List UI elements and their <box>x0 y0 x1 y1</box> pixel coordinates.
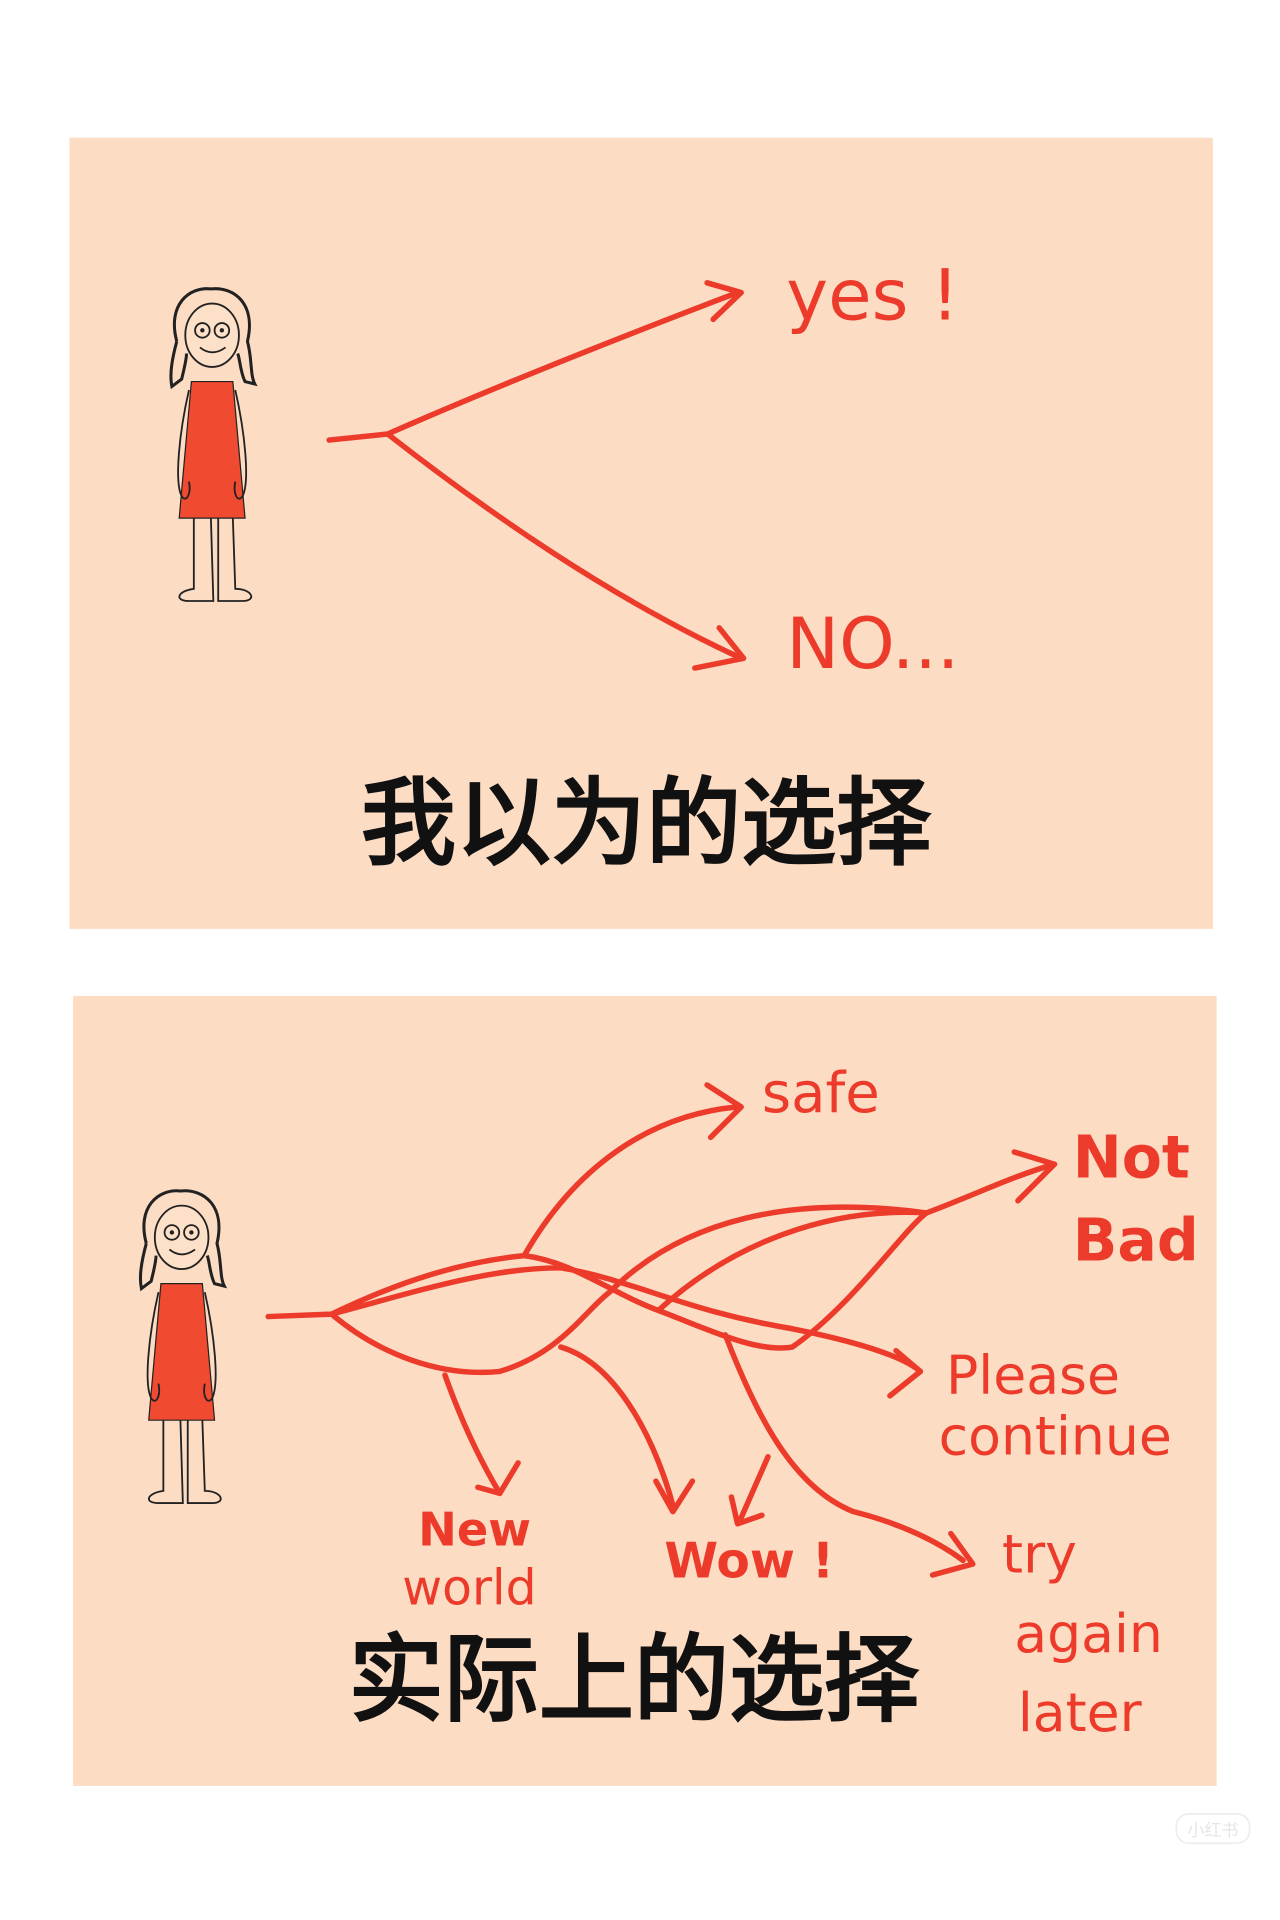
option-wow: Wow ! <box>664 1533 834 1589</box>
option-yes: yes ! <box>786 253 959 336</box>
panel-bottom: safe Not Bad Please continue New world W… <box>73 995 1217 1786</box>
arrow-safe-icon <box>704 1082 744 1141</box>
option-try: try <box>1002 1523 1077 1586</box>
panel-top: yes ! NO... 我以为的选择 <box>69 137 1213 929</box>
arrow-not-bad-icon <box>1011 1149 1058 1204</box>
option-again: again <box>1014 1602 1163 1665</box>
watermark: 小红书 <box>1175 1813 1251 1845</box>
option-world: world <box>402 1560 536 1616</box>
option-new: New <box>418 1503 531 1557</box>
option-bad: Bad <box>1073 1206 1199 1274</box>
arrow-no-icon <box>692 625 747 671</box>
svg-text:小红书: 小红书 <box>1187 1821 1238 1841</box>
choice-branches <box>326 289 744 662</box>
arrow-please-continue-icon <box>887 1347 924 1399</box>
option-not: Not <box>1073 1124 1190 1192</box>
option-please: Please <box>946 1343 1120 1406</box>
choice-branches <box>265 1104 1058 1564</box>
arrow-new-world-icon <box>475 1460 521 1497</box>
option-later: later <box>1018 1681 1143 1744</box>
option-no: NO... <box>786 602 959 685</box>
panel-title: 我以为的选择 <box>361 769 932 879</box>
option-safe: safe <box>762 1061 880 1126</box>
arrow-wow-icon <box>653 1478 696 1515</box>
option-continue: continue <box>939 1404 1172 1467</box>
panel-title: 实际上的选择 <box>349 1626 920 1736</box>
arrow-try-again-icon <box>929 1530 976 1578</box>
arrow-yes-icon <box>704 280 744 323</box>
arrow-wow-2-icon <box>728 1494 765 1527</box>
